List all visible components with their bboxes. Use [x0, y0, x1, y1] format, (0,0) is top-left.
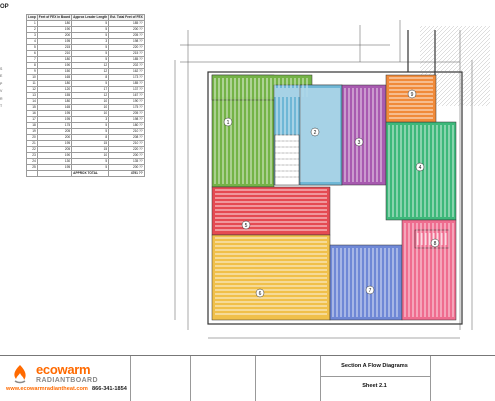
- zone-area: [211, 234, 331, 321]
- title-block-divider: [255, 356, 256, 401]
- col-header-fex-in-board: Feet of FEX in Board: [36, 14, 73, 21]
- tubing-run: [404, 223, 454, 317]
- edge-mark: V: [0, 89, 3, 94]
- zone-marker: [255, 288, 265, 298]
- tubing-runs: [214, 77, 454, 317]
- company-website: www.ecowarmradiantheat.com: [6, 386, 88, 392]
- title-block-divider: [320, 356, 321, 401]
- edge-mark: [0, 162, 6, 169]
- title-block-divider: [190, 356, 191, 401]
- col-header-loop: Loop: [26, 14, 38, 21]
- zone-number: 6: [259, 291, 262, 297]
- title-block: ecowarm RADIANTBOARD www.ecowarmradianth…: [0, 355, 495, 401]
- title-block-rule: [320, 376, 430, 377]
- zone-marker: [310, 127, 320, 137]
- zone-marker: [241, 220, 251, 230]
- tubing-run: [215, 189, 327, 231]
- zone-area: [211, 186, 331, 236]
- col-header-total-fex: Est. Total Feet of FEX: [108, 14, 145, 21]
- edge-mark: [0, 177, 6, 184]
- edge-mark: [0, 147, 6, 154]
- pane-heading: OP: [0, 4, 9, 10]
- zone-marker: [430, 238, 440, 248]
- ecowarm-logo: ecowarm RADIANTBOARD: [4, 362, 124, 390]
- col-header-leader-length: Approx Leader Length: [71, 14, 110, 21]
- edge-mark: [0, 110, 6, 117]
- radiant-zones: [211, 74, 457, 321]
- table-cell: [36, 170, 73, 177]
- edge-mark: P: [0, 81, 3, 86]
- company-phone: 866-341-1854: [92, 386, 127, 392]
- zone-number: 1: [227, 120, 230, 126]
- zone-number: 9: [411, 92, 414, 98]
- table-header-row: Loop Feet of FEX in Board Approx Leader …: [26, 14, 145, 21]
- edge-mark: [0, 118, 6, 125]
- edge-mark: [0, 133, 6, 140]
- zone-marker: [365, 285, 375, 295]
- table-cell: [26, 170, 38, 177]
- loop-schedule-table: Loop Feet of FEX in Board Approx Leader …: [26, 14, 145, 177]
- logo-wordmark-top: ecowarm: [36, 362, 91, 377]
- title-block-divider: [430, 356, 431, 401]
- zone-number: 7: [369, 288, 372, 294]
- zone-marker: [415, 162, 425, 172]
- zone-area: [329, 244, 403, 321]
- edge-mark: T: [0, 103, 3, 108]
- zone-number: 3: [358, 140, 361, 146]
- zone-number: 8: [434, 241, 437, 247]
- zone-number: 2: [314, 130, 317, 136]
- zone-marker: [407, 89, 417, 99]
- edge-mark: S: [0, 67, 3, 71]
- flame-logo-icon: [14, 365, 26, 384]
- sheet-title: Section A Flow Diagrams: [341, 363, 408, 369]
- stair: [274, 134, 300, 186]
- total-label: APPROX TOTAL: [71, 170, 110, 177]
- zone-number: 5: [245, 223, 248, 229]
- tubing-run: [344, 88, 382, 182]
- zone-marker: [223, 117, 233, 127]
- tubing-run: [388, 125, 454, 217]
- edge-mark: R: [0, 96, 3, 101]
- edge-mark: [0, 140, 6, 147]
- floor-plan-svg: 1 2 3 4 5 6 7 8 9: [174, 20, 490, 339]
- zone-number: 4: [419, 165, 422, 171]
- sheet-number: Sheet 2.1: [362, 383, 387, 389]
- tubing-run: [332, 248, 398, 317]
- floor-plan-drawing: 1 2 3 4 5 6 7 8 9: [160, 0, 495, 355]
- logo-wordmark-bottom: RADIANTBOARD: [36, 377, 98, 384]
- tubing-run: [214, 78, 272, 184]
- tubing-run: [215, 237, 327, 315]
- title-block-divider: [130, 356, 131, 401]
- edge-mark: [0, 155, 6, 162]
- tubing-run: [214, 78, 308, 97]
- edge-mark: [0, 125, 6, 132]
- edge-mark: [0, 169, 6, 176]
- total-value: 4791 ??: [108, 170, 145, 177]
- zone-marker: [354, 137, 364, 147]
- edge-mark: [0, 184, 6, 191]
- edge-mark: E: [0, 74, 3, 79]
- zone-markers: 1 2 3 4 5 6 7 8 9: [223, 89, 440, 298]
